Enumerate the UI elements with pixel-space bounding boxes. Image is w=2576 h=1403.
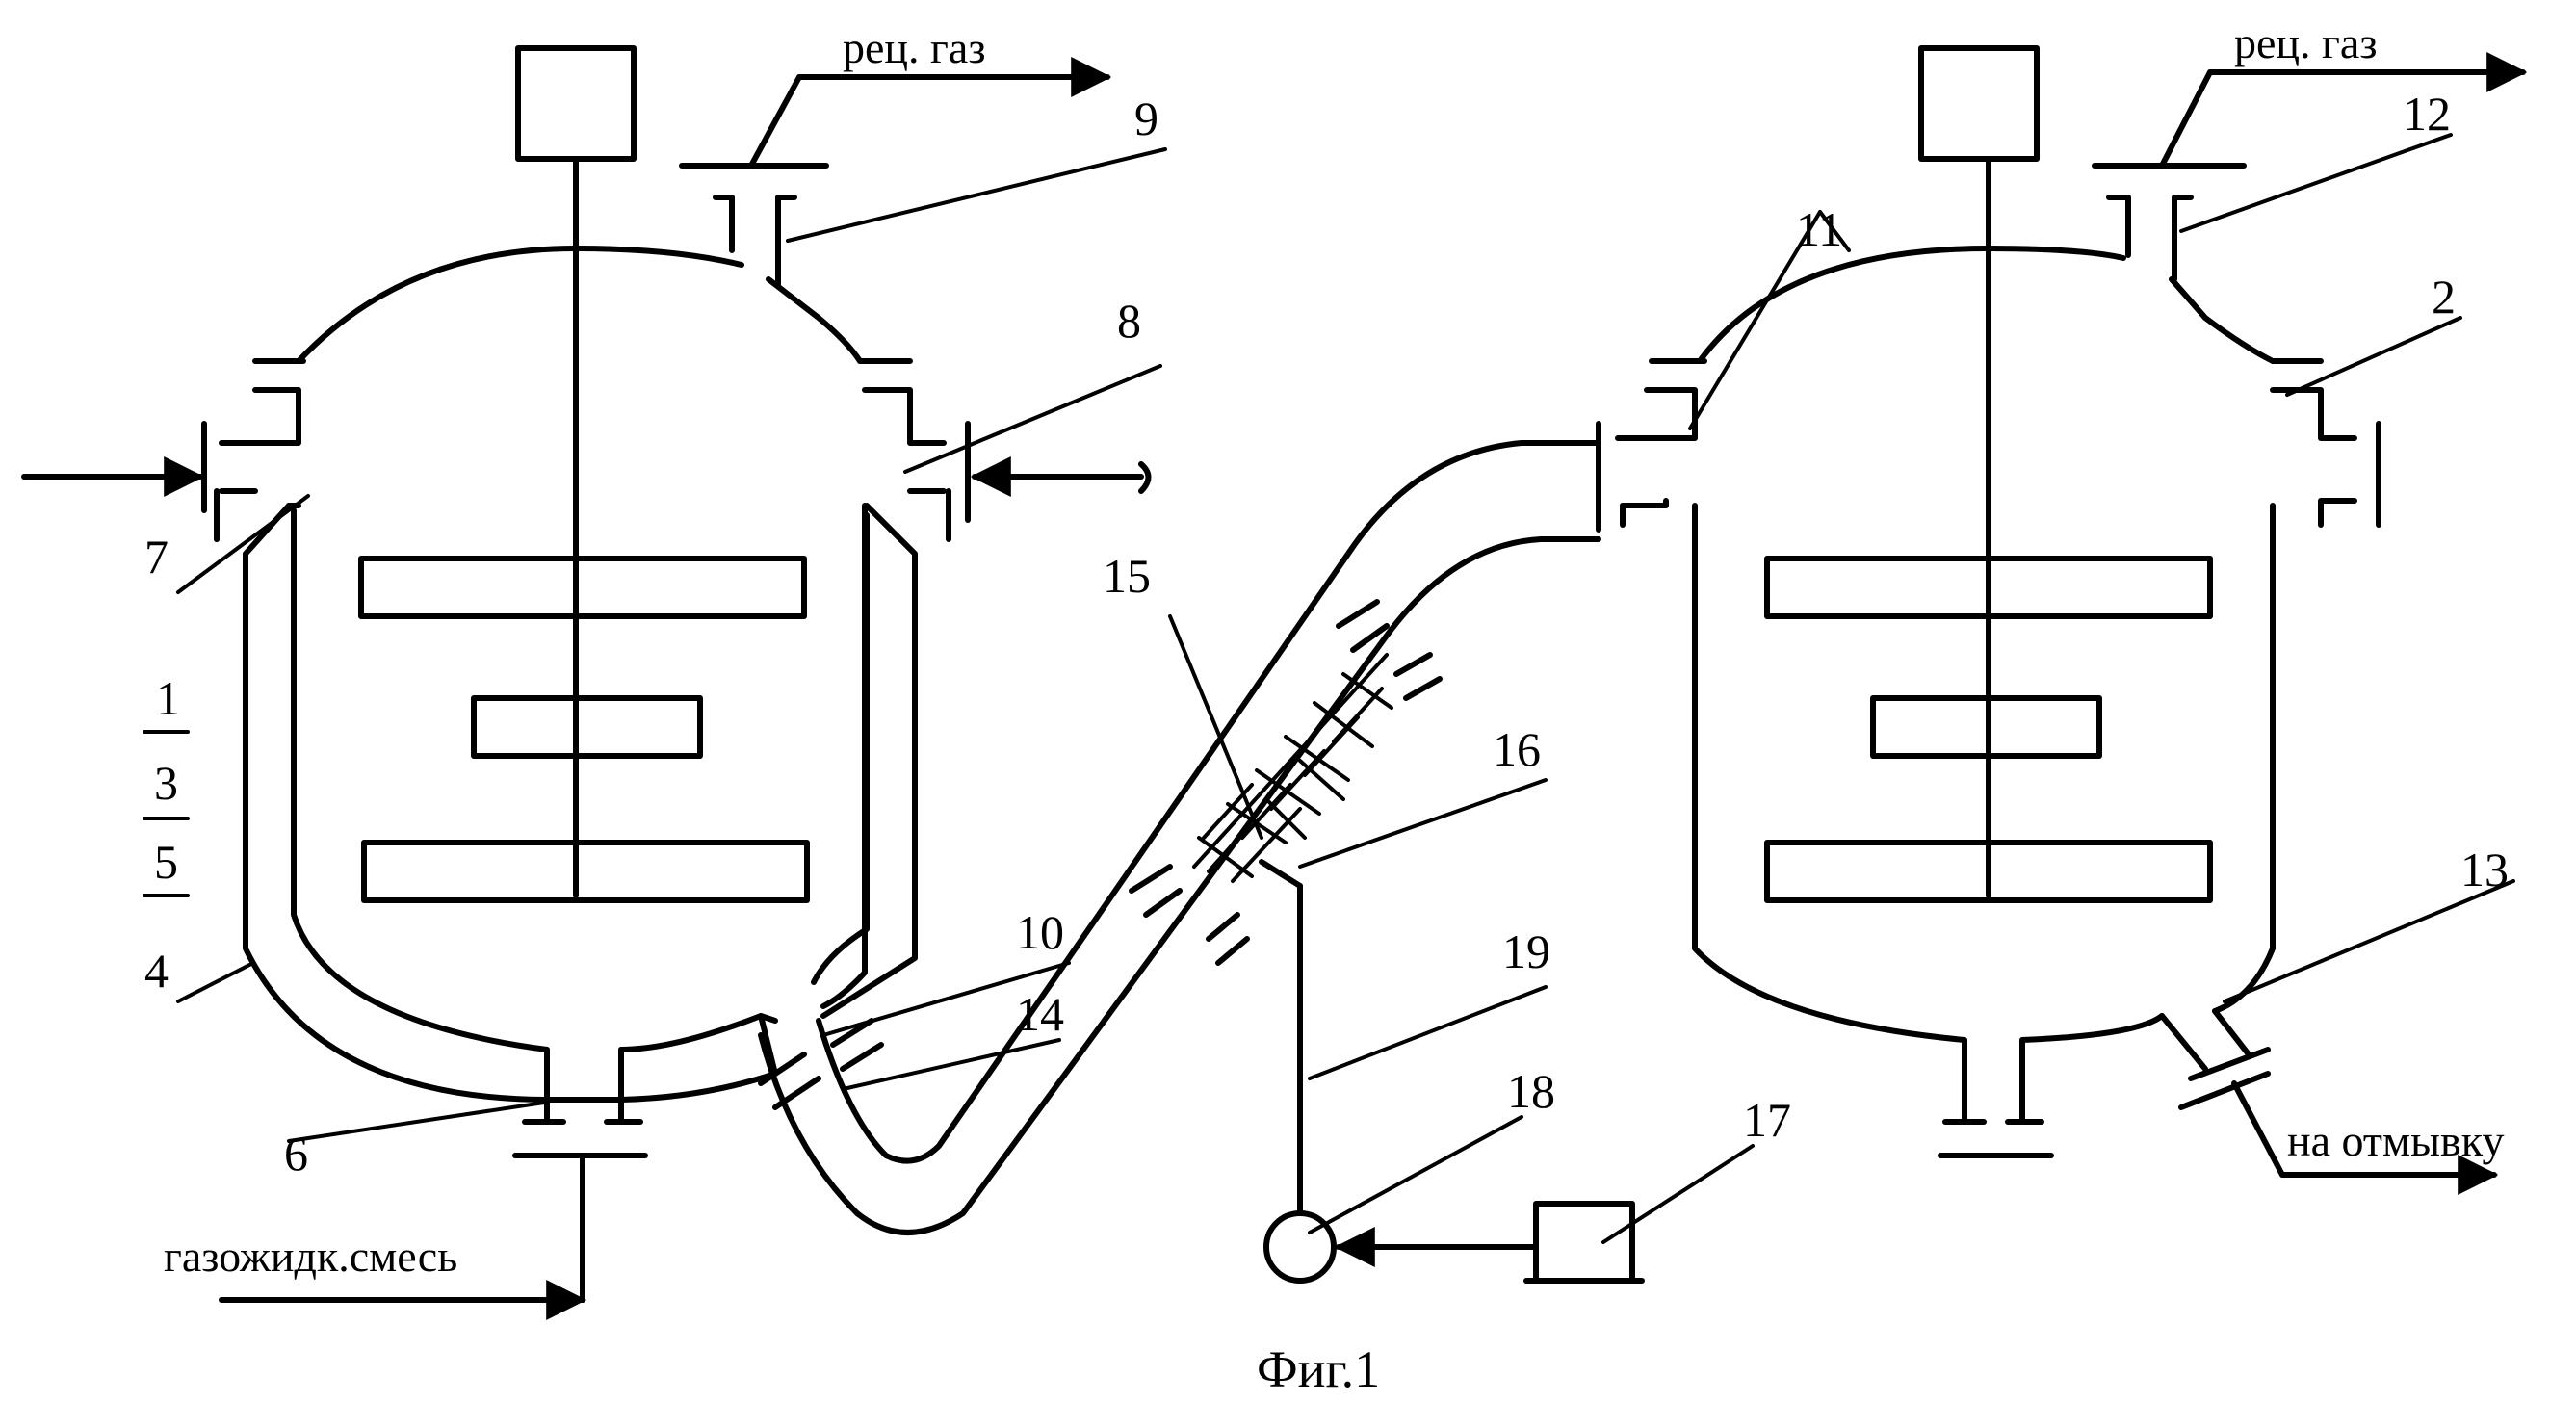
label-19: 19 — [1502, 924, 1550, 978]
label-6: 6 — [284, 1127, 308, 1181]
to-washing-label: на отмывку — [2287, 1116, 2504, 1165]
recycle-gas-label-right: рец. газ — [2234, 18, 2378, 67]
left-side-flange-left — [217, 390, 299, 539]
label-14: 14 — [1016, 987, 1064, 1041]
label-15: 15 — [1103, 549, 1151, 603]
left-impeller-middle — [474, 698, 700, 756]
left-impeller-top — [361, 559, 804, 616]
label-7: 7 — [144, 530, 169, 584]
dosing-line — [1262, 862, 1642, 1281]
label-9: 9 — [1134, 91, 1158, 145]
left-jacket-inner — [294, 510, 547, 1050]
gas-liquid-mixture-label: газожидк.смесь — [164, 1232, 457, 1281]
left-motor — [518, 48, 634, 159]
label-5: 5 — [154, 835, 178, 889]
right-vessel-wall-right — [2215, 506, 2273, 1011]
left-vessel-bottom — [547, 1050, 621, 1122]
label-16: 16 — [1493, 722, 1541, 776]
vessel-17 — [1536, 1204, 1632, 1281]
label-1: 1 — [156, 671, 180, 725]
right-gas-outlet-nozzle — [2109, 197, 2191, 279]
label-8: 8 — [1117, 294, 1141, 348]
left-recycle-gas-arrow — [751, 77, 799, 166]
right-recycle-gas-arrow — [2162, 72, 2210, 166]
label-13: 13 — [2460, 843, 2509, 896]
connecting-pipe — [761, 443, 1599, 1233]
right-vessel-wall-left — [1695, 506, 1965, 1122]
right-reactor — [1599, 48, 2494, 1175]
left-gas-outlet-nozzle — [716, 197, 794, 284]
label-11: 11 — [1796, 202, 1842, 256]
recycle-gas-label-left: рец. газ — [843, 23, 986, 72]
leader-lines — [144, 135, 2513, 1242]
left-upper-dome — [299, 248, 742, 361]
label-12: 12 — [2403, 87, 2451, 141]
label-17: 17 — [1743, 1093, 1791, 1147]
left-reactor — [24, 48, 1149, 1300]
figure-caption: Фиг.1 — [1257, 1340, 1380, 1398]
label-2: 2 — [2432, 270, 2456, 324]
label-3: 3 — [154, 756, 178, 810]
right-side-flange-left — [1618, 390, 1695, 506]
right-side-flange-right — [2273, 390, 2355, 525]
label-4: 4 — [144, 944, 169, 998]
right-motor — [1921, 48, 2037, 159]
label-10: 10 — [1016, 905, 1064, 959]
left-impeller-bottom — [364, 843, 807, 900]
label-18: 18 — [1507, 1064, 1555, 1118]
